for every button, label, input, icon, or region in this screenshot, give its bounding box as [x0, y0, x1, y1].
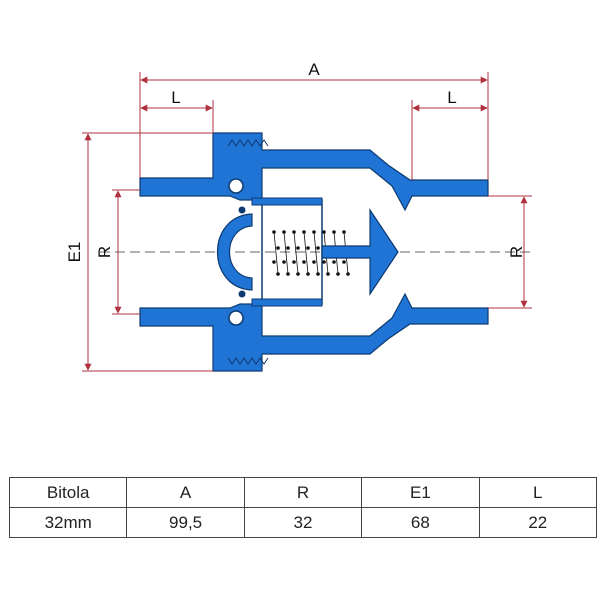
- seat-dot-top: [238, 206, 246, 214]
- table-row: 32mm 99,5 32 68 22: [8, 507, 598, 538]
- header-a: A: [126, 477, 245, 508]
- header-bitola: Bitola: [8, 477, 128, 508]
- cell-r: 32: [243, 507, 363, 538]
- header-l: L: [478, 477, 598, 508]
- seat-dot-bottom: [238, 290, 246, 298]
- cage-bar-top: [251, 197, 323, 206]
- o-ring-top: [228, 178, 244, 194]
- dim-a-label: A: [308, 60, 320, 79]
- union-thread-top: [227, 139, 269, 147]
- cell-l: 22: [478, 507, 598, 538]
- poppet-disc: [217, 213, 253, 291]
- guide-arrow: [321, 208, 399, 296]
- o-ring-bottom: [228, 310, 244, 326]
- dim-r-left-label: R: [95, 246, 114, 258]
- dim-l-right-label: L: [447, 88, 456, 107]
- spring: [272, 230, 350, 276]
- dim-e1-label: E1: [65, 242, 84, 263]
- header-r: R: [243, 477, 363, 508]
- dim-r-right-label: R: [507, 246, 526, 258]
- union-thread-bottom: [227, 357, 269, 365]
- valve-body-top: [139, 132, 489, 212]
- cell-a: 99,5: [126, 507, 245, 538]
- valve-body-bottom: [139, 292, 489, 372]
- cell-bitola: 32mm: [8, 507, 128, 538]
- specs-table: Bitola A R E1 L 32mm 99,5 32 68 22: [8, 477, 598, 538]
- cell-e1: 68: [361, 507, 480, 538]
- cage-bar-bottom: [251, 298, 323, 307]
- table-header-row: Bitola A R E1 L: [8, 477, 598, 508]
- check-valve-drawing: A L L E1 R R: [65, 60, 532, 372]
- header-e1: E1: [361, 477, 480, 508]
- dim-l-left-label: L: [171, 88, 180, 107]
